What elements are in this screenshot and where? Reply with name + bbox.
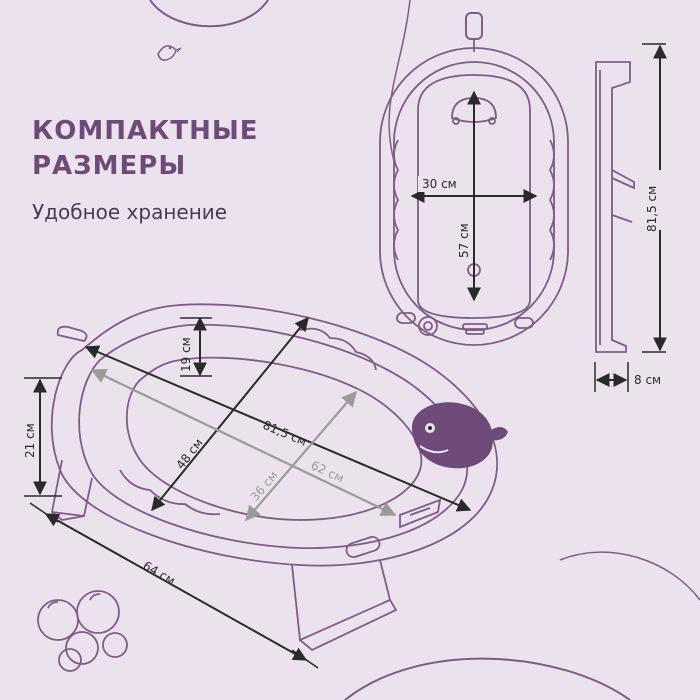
open-width-label: 48 см (173, 436, 205, 472)
base-length-label: 64 см (141, 558, 178, 587)
whale-toy-icon (411, 402, 508, 469)
headline-line-1: КОМПАКТНЫЕ (32, 116, 259, 146)
bird-icon (157, 45, 182, 61)
decorative-wave-right (388, 0, 411, 166)
base-length-line (44, 513, 308, 661)
headline: КОМПАКТНЫЕ РАЗМЕРЫ (32, 114, 259, 184)
folded-bath-side-view (595, 61, 635, 353)
subheadline: Удобное хранение (32, 200, 228, 224)
headline-line-2: РАЗМЕРЫ (32, 151, 187, 181)
open-inner-length-label: 62 см (309, 458, 346, 485)
decorative-wave-top (149, 0, 269, 28)
decorative-wave-bottom-right (559, 551, 700, 601)
open-width-line (151, 316, 309, 512)
folded-length-label: 57 см (457, 223, 471, 258)
open-inner-width-line (244, 390, 358, 522)
folded-bath-top-view (379, 12, 569, 346)
folded-thickness-label: 8 см (634, 373, 661, 387)
folded-width-label: 30 см (422, 177, 457, 191)
folded-total-length-label: 81,5 см (645, 186, 659, 232)
open-length-label: 81,5 см (261, 418, 309, 449)
open-height-label: 21 см (23, 423, 37, 458)
open-depth-label: 19 см (179, 337, 193, 372)
open-inner-length-line (90, 369, 397, 516)
bubbles-decoration (37, 590, 128, 672)
decorative-wave-bottom (344, 657, 631, 700)
